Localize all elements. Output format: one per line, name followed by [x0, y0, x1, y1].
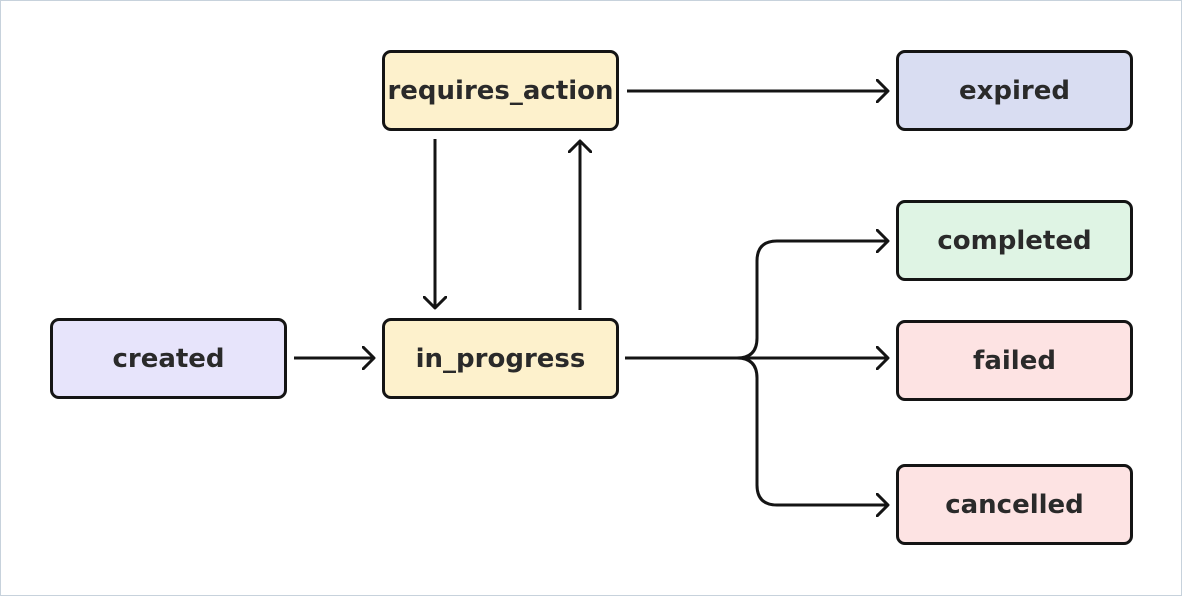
node-completed: completed [896, 200, 1133, 281]
edge-in-progress-to-completed [625, 241, 888, 360]
node-cancelled: cancelled [896, 464, 1133, 545]
node-failed: failed [896, 320, 1133, 401]
node-expired: expired [896, 50, 1133, 131]
node-created: created [50, 318, 287, 399]
node-in-progress: in_progress [382, 318, 619, 399]
node-requires-action: requires_action [382, 50, 619, 131]
edge-in-progress-to-cancelled [625, 356, 888, 505]
